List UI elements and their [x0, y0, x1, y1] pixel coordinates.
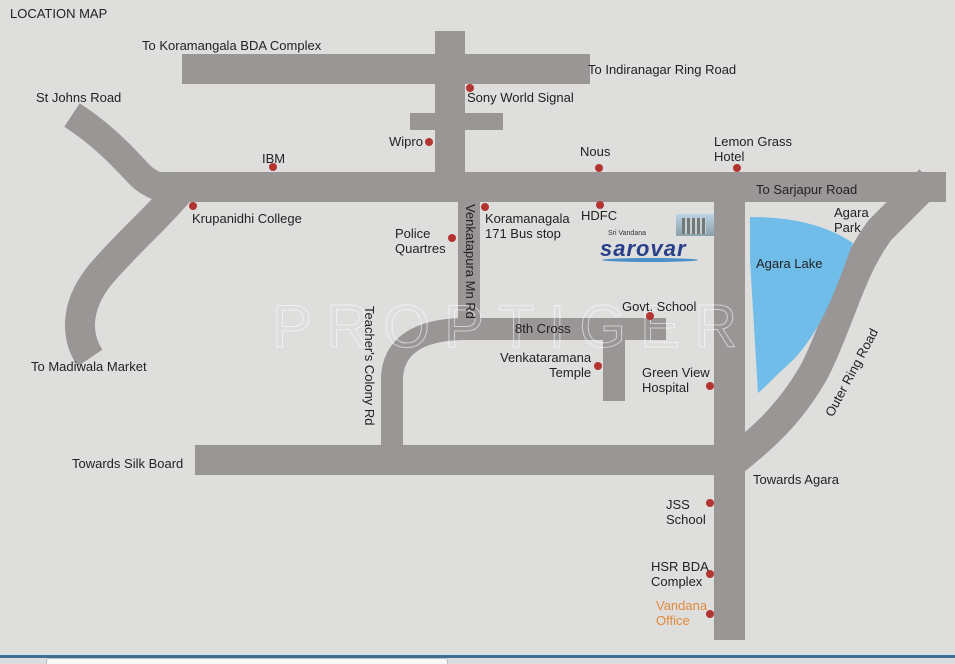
- label-koramangala-bda: To Koramangala BDA Complex: [142, 38, 322, 53]
- watermark: PROPTIGER: [271, 293, 752, 361]
- label-green-view: Green View Hospital: [642, 365, 710, 395]
- marker-green-view[interactable]: [706, 382, 714, 390]
- logo-wave: [602, 258, 698, 262]
- marker-wipro[interactable]: [425, 138, 433, 146]
- marker-lemon-grass[interactable]: [733, 164, 741, 172]
- road-teachers-colony: [381, 318, 463, 447]
- label-bus-stop: Koramanagala 171 Bus stop: [485, 211, 570, 241]
- marker-police-quarters[interactable]: [448, 234, 456, 242]
- label-wipro: Wipro: [389, 134, 423, 149]
- label-nous: Nous: [580, 144, 611, 159]
- marker-bus-stop[interactable]: [481, 203, 489, 211]
- label-sarjapur: To Sarjapur Road: [756, 182, 858, 197]
- label-st-johns: St Johns Road: [36, 90, 122, 105]
- label-silk-board: Towards Silk Board: [72, 456, 184, 471]
- label-jss-school: JSS School: [666, 497, 706, 527]
- label-ibm: IBM: [262, 151, 286, 166]
- road-silk-board: [195, 445, 745, 475]
- marker-temple[interactable]: [594, 362, 602, 370]
- label-police-quarters: Police Quartres: [395, 226, 446, 256]
- marker-hsr-bda[interactable]: [706, 570, 714, 578]
- label-8th-cross: 8th Cross: [515, 321, 571, 336]
- marker-nous[interactable]: [595, 164, 603, 172]
- label-towards-agara: Towards Agara: [753, 472, 839, 487]
- label-vandana-office: Vandana Office: [656, 598, 708, 628]
- road-stub: [410, 113, 503, 130]
- label-hdfc: HDFC: [581, 208, 618, 223]
- label-temple: Venkataramana Temple: [500, 350, 592, 380]
- marker-krupanidhi[interactable]: [189, 202, 197, 210]
- logo-name: sarovar: [600, 236, 687, 261]
- label-indiranagar: To Indiranagar Ring Road: [588, 62, 737, 77]
- agara-lake: [750, 217, 853, 393]
- logo-subtitle: Sri Vandana: [608, 230, 647, 237]
- label-govt-school: Govt. School: [622, 299, 697, 314]
- road-st-johns: [64, 103, 176, 204]
- road-hsr-vertical: [714, 200, 745, 640]
- road-temple-stub: [603, 338, 625, 401]
- label-krupanidhi: Krupanidhi College: [192, 211, 302, 226]
- label-agara-lake: Agara Lake: [756, 256, 823, 271]
- marker-govt-school[interactable]: [646, 312, 654, 320]
- label-teachers-colony: Teacher's Colony Rd: [362, 306, 377, 426]
- building-image: [676, 214, 714, 236]
- road-sony-world-vertical: [435, 31, 465, 176]
- road-sarjapur: [160, 172, 946, 202]
- marker-ibm[interactable]: [269, 163, 277, 171]
- label-lemon-grass: Lemon Grass Hotel: [714, 134, 793, 164]
- marker-vandana-office[interactable]: [706, 610, 714, 618]
- label-agara-park: Agara Park: [834, 205, 869, 235]
- road-outer-ring: [725, 169, 941, 472]
- map-title: LOCATION MAP: [10, 6, 108, 21]
- marker-sony-world[interactable]: [466, 84, 474, 92]
- label-hsr-bda: HSR BDA Complex: [651, 559, 709, 589]
- project-logo: Sri Vandana sarovar: [598, 214, 716, 264]
- label-venkatapura: Venkatapura Mn Rd: [463, 204, 478, 319]
- label-sony-world: Sony World Signal: [467, 90, 574, 105]
- road-venkatapura: [458, 200, 480, 325]
- marker-hdfc[interactable]: [596, 201, 604, 209]
- label-madiwala: To Madiwala Market: [31, 359, 147, 374]
- road-madiwala: [65, 180, 192, 367]
- marker-jss-school[interactable]: [706, 499, 714, 507]
- road-koramangala-indiranagar: [182, 54, 590, 84]
- road-8th-cross: [458, 318, 666, 340]
- bottom-bar: [0, 653, 955, 663]
- bottom-tab: [46, 658, 448, 664]
